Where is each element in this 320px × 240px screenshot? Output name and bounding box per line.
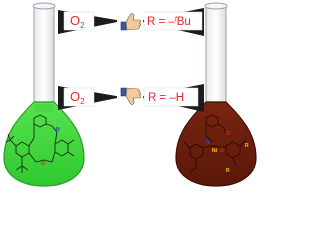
- top-r-label: R = –tBu: [147, 16, 191, 28]
- reaction-scheme: N O O N Ni O R R: [3, 2, 257, 187]
- right-flask-bulb: [175, 101, 257, 187]
- left-molecule: [5, 114, 75, 173]
- right-flask-rim: [204, 2, 228, 10]
- right-substituent-label-2: R: [226, 168, 230, 174]
- bottom-arrow: O2 R = –H: [58, 84, 204, 112]
- top-o2-label: O2: [70, 13, 85, 30]
- bottom-r-box: [143, 87, 199, 107]
- right-flask: O N Ni O R R: [175, 2, 257, 187]
- right-molecule: [183, 114, 247, 173]
- left-flask-rim: [32, 2, 56, 10]
- right-oxygen-label-1: O: [226, 131, 230, 137]
- bottom-o2-label: O2: [70, 89, 85, 106]
- top-r-box: [143, 11, 203, 31]
- top-o2-box: [63, 11, 95, 31]
- right-flask-neck: [205, 5, 227, 103]
- right-nitrogen-label: N: [206, 140, 210, 146]
- thumbs-up-icon: [117, 10, 143, 32]
- right-substituent-label-1: R: [245, 143, 249, 149]
- left-flask-bulb: [3, 101, 85, 187]
- left-nitrogen-label: N: [56, 127, 60, 133]
- right-oxygen-label-2: O: [220, 148, 224, 154]
- left-oxygen-label: O: [41, 161, 45, 167]
- left-flask-neck-liquid-top: [35, 104, 53, 112]
- left-flask-neck: [33, 5, 55, 103]
- bottom-r-label: R = –H: [148, 92, 184, 104]
- left-flask: N O: [3, 2, 85, 187]
- top-arrow: O2 R = –tBu: [58, 8, 204, 36]
- thumbs-down-icon: [117, 86, 143, 108]
- bottom-o2-box: [63, 87, 95, 107]
- right-metal-label: Ni: [212, 148, 218, 154]
